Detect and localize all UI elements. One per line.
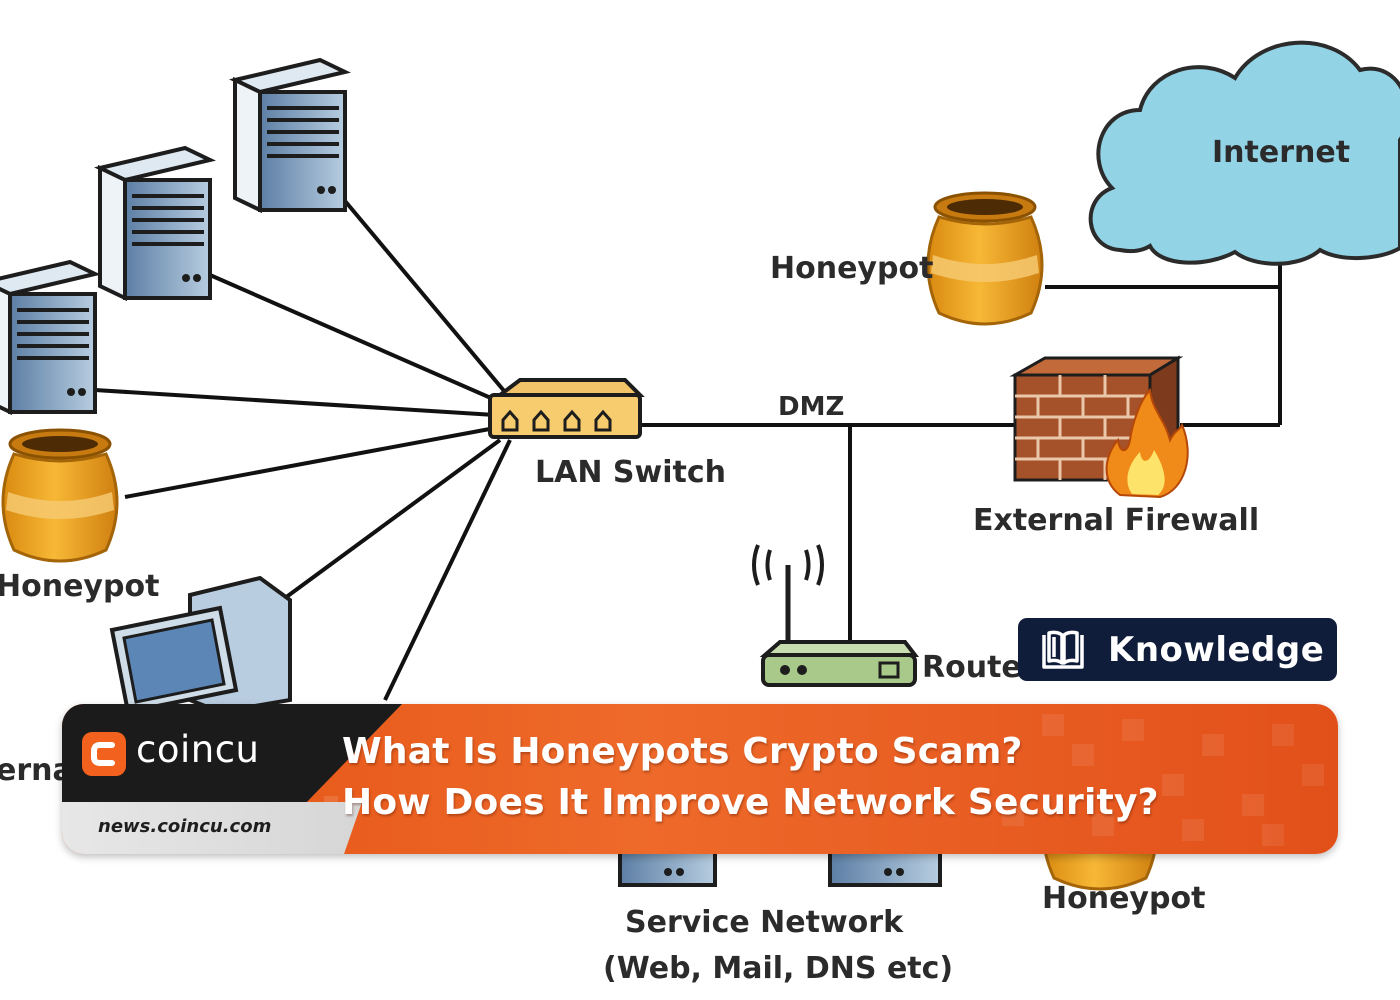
router-icon	[752, 544, 920, 687]
connection-lines	[94, 193, 1282, 701]
service-network-label: Service Network	[625, 905, 904, 940]
firewall-icon	[1009, 355, 1189, 499]
server-icon	[98, 146, 212, 300]
honeypot-label: Honeypot	[0, 569, 159, 604]
router-label: Route	[922, 650, 1022, 685]
headline-line-1: What Is Honeypots Crypto Scam?	[342, 731, 1023, 772]
lan-switch-icon	[488, 378, 645, 439]
coincu-logo-icon	[82, 732, 126, 776]
internet-cloud-icon	[1088, 40, 1400, 266]
honeypot-icon	[1, 428, 119, 563]
article-headline: What Is Honeypots Crypto Scam? How Does …	[342, 726, 1159, 828]
server-icon	[0, 260, 97, 414]
honeypot-label: Honeypot	[1042, 881, 1205, 916]
external-firewall-label: External Firewall	[973, 503, 1259, 538]
external-label-partial: erna	[0, 753, 73, 788]
honeypot-label: Honeypot	[770, 251, 933, 286]
server-icon	[233, 58, 347, 212]
dmz-label: DMZ	[778, 392, 844, 422]
headline-line-2: How Does It Improve Network Security?	[342, 782, 1159, 823]
url-strip	[62, 802, 362, 854]
honeypot-icon	[926, 191, 1044, 326]
category-label: Knowledge	[1108, 629, 1325, 670]
service-network-sublabel: (Web, Mail, DNS etc)	[603, 951, 953, 986]
category-badge[interactable]: Knowledge	[1018, 618, 1337, 681]
brand-name: coincu	[136, 728, 260, 771]
internet-label: Internet	[1212, 135, 1350, 170]
title-banner: coincu news.coincu.com What Is Honeypots…	[62, 704, 1338, 854]
book-icon	[1042, 630, 1084, 669]
site-url[interactable]: news.coincu.com	[98, 816, 272, 837]
lan-switch-label: LAN Switch	[535, 455, 726, 490]
banner-texture	[292, 714, 1324, 846]
workstation-icon	[109, 575, 292, 715]
